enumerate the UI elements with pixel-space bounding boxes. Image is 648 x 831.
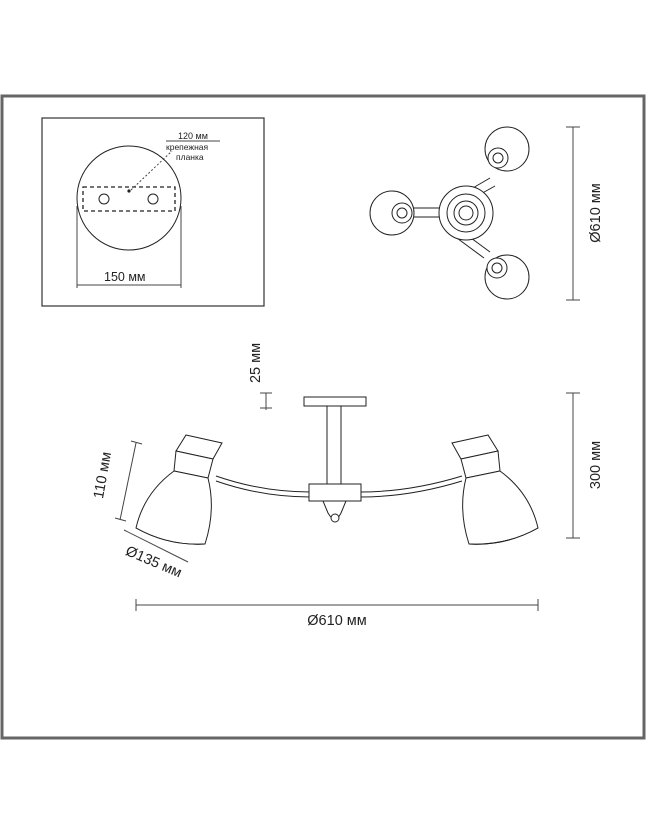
top-diameter-label: Ø610 мм: [588, 183, 604, 242]
canopy: [303, 396, 367, 407]
inset-frame: [41, 117, 265, 307]
total-diameter-label: Ø610 мм: [307, 613, 366, 629]
dim-tick-110-top: [130, 440, 143, 445]
center-dot: [127, 189, 131, 193]
plate-width-label: 150 мм: [104, 270, 146, 284]
shade-height-label: 110 мм: [91, 451, 115, 500]
hub-ring: [446, 193, 486, 233]
hub-center: [458, 205, 474, 221]
outer-frame: [0, 94, 646, 740]
side-hub: [308, 483, 362, 502]
plate-120-label: 120 мм: [178, 131, 208, 141]
side-view: 25 мм 300 мм: [91, 343, 604, 629]
side-arm-right-b: [359, 480, 463, 498]
side-arm-right: [359, 475, 463, 493]
dim-tick-110-bottom: [114, 517, 127, 522]
side-finial-knob: [330, 513, 340, 523]
side-arm-left-b: [215, 480, 311, 498]
top-shade-left-icon: [369, 190, 415, 236]
side-shade-right-icon: [451, 434, 539, 545]
ceiling-plate-icon: [76, 145, 182, 251]
mount-bar-label-2: планка: [176, 152, 204, 162]
callout-leader: [130, 150, 173, 191]
stem-25-label: 25 мм: [248, 343, 264, 383]
screw-hole-left: [98, 193, 110, 205]
hub-ring-inner: [453, 200, 479, 226]
height-300-label: 300 мм: [588, 441, 604, 489]
top-view: Ø610 мм: [369, 126, 604, 301]
side-arm-left: [215, 475, 311, 493]
top-shade-upper-icon: [484, 126, 530, 172]
ceiling-plate-inset: 120 мм крепежная планка 150 мм: [41, 117, 265, 307]
dim-line-110: [119, 442, 137, 521]
side-shade-left-icon: [135, 434, 223, 545]
shade-diameter-label: Ø135 мм: [123, 543, 184, 581]
screw-hole-right: [147, 193, 159, 205]
top-shade-lower-icon: [484, 254, 530, 300]
mount-bar-label-1: крепежная: [166, 142, 209, 152]
dim-line-135: [123, 529, 189, 563]
mounting-bar: [82, 186, 176, 212]
center-rod: [326, 405, 342, 485]
